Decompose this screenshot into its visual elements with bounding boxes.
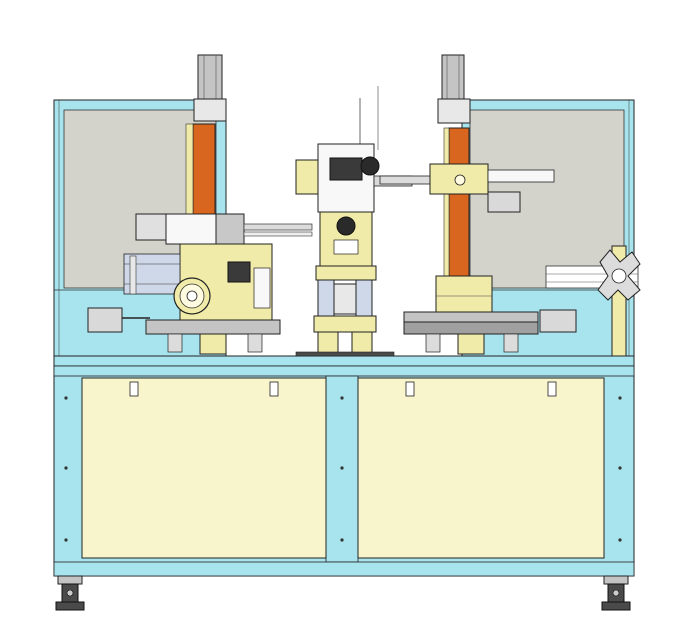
- left-base-plate: [145, 319, 281, 355]
- gear-icon: [173, 277, 211, 315]
- door-icon: [405, 381, 557, 397]
- monitor-mount-arm: [545, 245, 641, 429]
- cabinet-door-right: [357, 377, 605, 559]
- cabinet-bolts: [64, 396, 622, 542]
- right-transfer-arm: [379, 163, 555, 213]
- caster-icon: [66, 589, 74, 597]
- caster-icon: [612, 589, 620, 597]
- door-icon: [129, 381, 279, 397]
- vesa-bracket-icon: [597, 249, 641, 301]
- left-vertical-axis: [185, 54, 227, 225]
- right-base-plate: [403, 309, 577, 355]
- leveling-foot-right: [601, 575, 631, 611]
- center-press-station: [295, 86, 413, 355]
- leveling-foot-left: [55, 575, 85, 611]
- cabinet-door-left: [81, 377, 327, 559]
- left-feeder-head: [87, 213, 313, 333]
